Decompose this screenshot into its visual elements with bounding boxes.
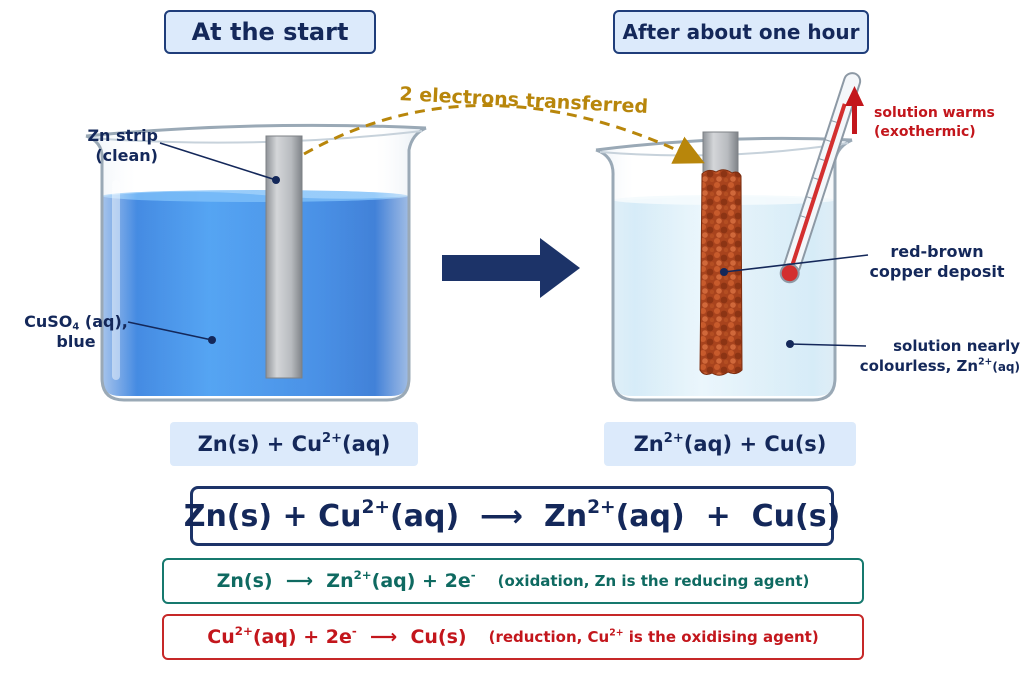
solution-warms-label: solution warms (exothermic)	[874, 104, 995, 142]
equation-start: Zn(s) + Cu2+(aq)	[170, 422, 418, 466]
solution-warms-line2: (exothermic)	[874, 124, 976, 140]
cuso4-label-line1: CuSO4 (aq),	[24, 312, 128, 333]
copper-deposit-line1: red-brown	[890, 242, 984, 261]
oxidation-note: (oxidation, Zn is the reducing agent)	[497, 572, 810, 590]
copper-deposit-label: red-brown copper deposit	[862, 242, 1012, 282]
zn-strip-top	[702, 131, 739, 177]
zn-strip-label-line1: Zn strip	[87, 126, 158, 145]
equation-after-text: Zn2+(aq) + Cu(s)	[633, 430, 827, 456]
left-beaker-glass	[85, 126, 427, 402]
transition-arrow	[442, 238, 580, 298]
reduction-equation-text: Cu2+(aq) + 2e- ⟶ Cu(s)	[207, 623, 467, 648]
reduction-half-equation: Cu2+(aq) + 2e- ⟶ Cu(s) (reduction, Cu2+ …	[162, 614, 864, 660]
warming-arrow	[845, 86, 864, 134]
colourless-line2: colourless, Zn2+(aq)	[859, 356, 1020, 375]
right-beaker	[595, 72, 862, 402]
overall-equation: Zn(s) + Cu2+(aq) ⟶ Zn2+(aq) + Cu(s)	[184, 486, 840, 546]
thermometer	[779, 72, 862, 284]
title-start-text: At the start	[191, 18, 349, 46]
title-after-text: After about one hour	[622, 20, 860, 44]
reduction-note: (reduction, Cu2+ is the oxidising agent)	[488, 627, 819, 646]
overall-equation-text: Zn(s) + Cu2+(aq) ⟶ Zn2+(aq) + Cu(s)	[183, 496, 841, 534]
equation-after: Zn2+(aq) + Cu(s)	[604, 422, 856, 466]
cuso4-label-line2: blue	[56, 332, 96, 351]
zn-strip-label: Zn strip (clean)	[40, 126, 158, 166]
equation-start-text: Zn(s) + Cu2+(aq)	[197, 430, 391, 456]
zn-strip-label-line2: (clean)	[95, 146, 158, 165]
electron-transfer-arrow	[303, 104, 705, 164]
colourless-line1: solution nearly	[893, 337, 1020, 355]
leader-lines	[127, 142, 869, 347]
oxidation-half-equation: Zn(s) ⟶ Zn2+(aq) + 2e- (oxidation, Zn is…	[162, 558, 864, 604]
title-after-one-hour: After about one hour	[613, 10, 869, 54]
solution-warms-line1: solution warms	[874, 105, 995, 121]
cuso4-label: CuSO4 (aq), blue	[6, 312, 146, 352]
colourless-solution-label: solution nearly colourless, Zn2+(aq)	[852, 336, 1020, 377]
left-beaker	[85, 123, 427, 402]
copper-deposit-line2: copper deposit	[869, 262, 1005, 281]
zn-strip	[265, 135, 303, 379]
oxidation-equation-text: Zn(s) ⟶ Zn2+(aq) + 2e-	[216, 567, 476, 592]
title-at-the-start: At the start	[164, 10, 376, 54]
